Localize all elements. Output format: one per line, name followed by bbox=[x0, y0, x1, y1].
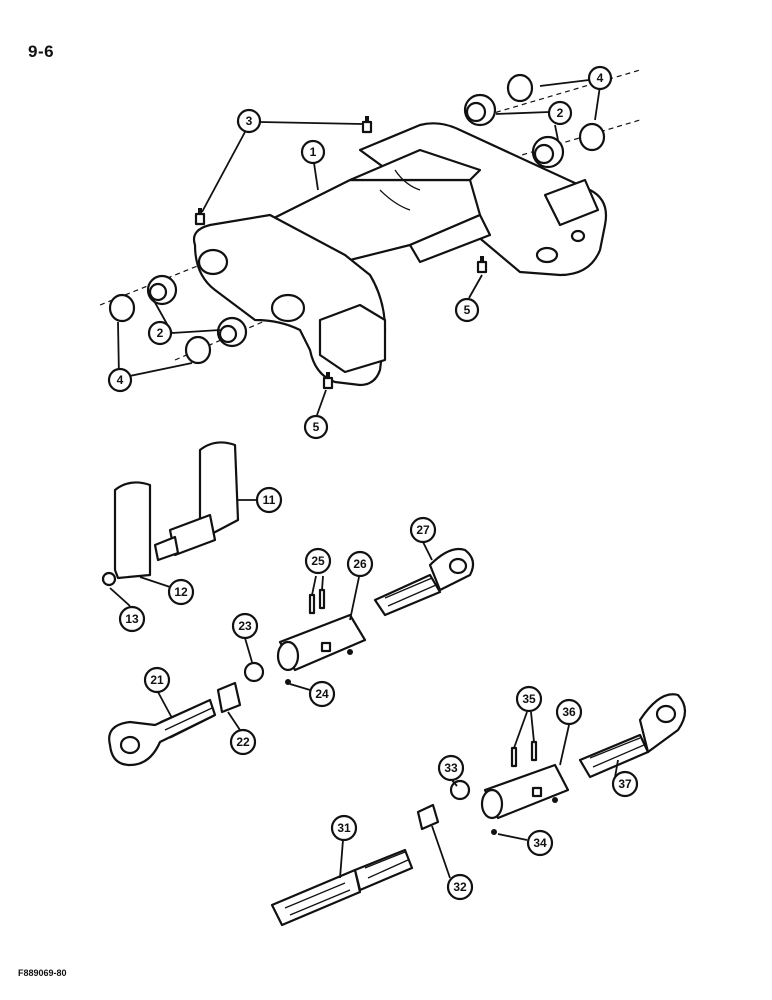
pin-25b bbox=[318, 588, 326, 610]
grease-fitting-bottom bbox=[322, 372, 334, 390]
grease-fitting-top bbox=[361, 116, 373, 134]
callout-34: 34 bbox=[526, 829, 554, 857]
callout-5-right: 5 bbox=[454, 297, 480, 323]
snap-ring-right-lower bbox=[578, 122, 606, 152]
callout-22: 22 bbox=[229, 728, 257, 756]
right-clevis bbox=[543, 178, 600, 227]
callout-31-label: 31 bbox=[337, 821, 351, 835]
callout-11-label: 11 bbox=[263, 493, 276, 507]
callout-32: 32 bbox=[446, 873, 474, 901]
bracket-left-leg bbox=[113, 481, 152, 580]
callout-22-label: 22 bbox=[236, 735, 250, 749]
callout-21: 21 bbox=[143, 666, 171, 694]
callout-2-left-upper: 2 bbox=[147, 320, 173, 346]
pin-35a bbox=[510, 746, 518, 768]
callout-13: 13 bbox=[118, 605, 146, 633]
callout-1-label: 1 bbox=[310, 145, 317, 159]
callout-35: 35 bbox=[515, 685, 543, 713]
callout-4-label: 4 bbox=[597, 71, 604, 85]
callout-33: 33 bbox=[437, 754, 465, 782]
callout-26: 26 bbox=[346, 550, 374, 578]
callout-25-label: 25 bbox=[311, 554, 325, 568]
callout-13-label: 13 bbox=[125, 612, 139, 626]
bracket-assembly bbox=[101, 441, 240, 587]
callout-27-label: 27 bbox=[416, 523, 430, 537]
callout-24: 24 bbox=[308, 680, 336, 708]
snap-ring-left-lower bbox=[184, 335, 212, 365]
callout-5-label: 5 bbox=[464, 303, 471, 317]
callout-3: 3 bbox=[236, 108, 262, 134]
leader-lines bbox=[109, 79, 619, 879]
callout-4-left: 4 bbox=[107, 367, 133, 393]
callout-34-label: 34 bbox=[533, 836, 547, 850]
bushing-right-lower bbox=[531, 135, 565, 169]
callout-33-label: 33 bbox=[444, 761, 458, 775]
callout-4-label: 4 bbox=[117, 373, 124, 387]
bushing-left-lower bbox=[216, 316, 248, 348]
bushing-right-upper bbox=[463, 93, 497, 127]
left-clevis bbox=[318, 303, 387, 374]
washer-33 bbox=[449, 779, 471, 801]
callout-3-label: 3 bbox=[246, 114, 253, 128]
callout-31: 31 bbox=[330, 814, 358, 842]
callout-37-label: 37 bbox=[618, 777, 632, 791]
rod-37 bbox=[578, 733, 650, 779]
bushing-left-upper bbox=[146, 274, 178, 306]
callout-4-right: 4 bbox=[587, 65, 613, 91]
callout-5-bottom: 5 bbox=[303, 414, 329, 440]
lock-plate-32 bbox=[416, 803, 440, 831]
snap-ring-right-upper bbox=[506, 73, 534, 103]
callout-32-label: 32 bbox=[453, 880, 467, 894]
snap-ring-left-upper bbox=[108, 293, 136, 323]
callout-2-right: 2 bbox=[547, 100, 573, 126]
callout-35-label: 35 bbox=[522, 692, 536, 706]
figure-code: F889069-80 bbox=[18, 968, 67, 978]
callout-36-label: 36 bbox=[562, 705, 576, 719]
callout-26-label: 26 bbox=[353, 557, 367, 571]
callout-23-label: 23 bbox=[238, 619, 252, 633]
top-link-assembly bbox=[108, 547, 475, 767]
callout-12: 12 bbox=[167, 578, 195, 606]
callout-36: 36 bbox=[555, 698, 583, 726]
rod-end-21 bbox=[108, 698, 217, 767]
lower-link-assembly bbox=[270, 693, 687, 927]
washer-23 bbox=[243, 661, 265, 683]
washer-13 bbox=[101, 571, 117, 587]
callout-23: 23 bbox=[231, 612, 259, 640]
callout-2-label: 2 bbox=[157, 326, 164, 340]
clevis-31 bbox=[270, 868, 362, 927]
grease-fitting-right bbox=[476, 256, 488, 274]
page-number: 9-6 bbox=[28, 42, 55, 61]
callout-2-label: 2 bbox=[557, 106, 564, 120]
callout-24-label: 24 bbox=[315, 687, 329, 701]
callout-5-label: 5 bbox=[313, 420, 320, 434]
callout-21-label: 21 bbox=[150, 673, 164, 687]
lift-frame-assembly bbox=[99, 69, 641, 390]
callout-11: 11 bbox=[255, 486, 283, 514]
callout-1: 1 bbox=[300, 139, 326, 165]
callout-25: 25 bbox=[304, 547, 332, 575]
pin-35b bbox=[530, 740, 538, 762]
callout-27: 27 bbox=[409, 516, 437, 544]
callout-12-label: 12 bbox=[174, 585, 188, 599]
grease-fitting-left bbox=[194, 208, 206, 226]
rod-27 bbox=[373, 573, 442, 617]
callout-37: 37 bbox=[611, 770, 639, 798]
pin-25a bbox=[308, 593, 316, 615]
lock-plate-22 bbox=[216, 681, 242, 714]
